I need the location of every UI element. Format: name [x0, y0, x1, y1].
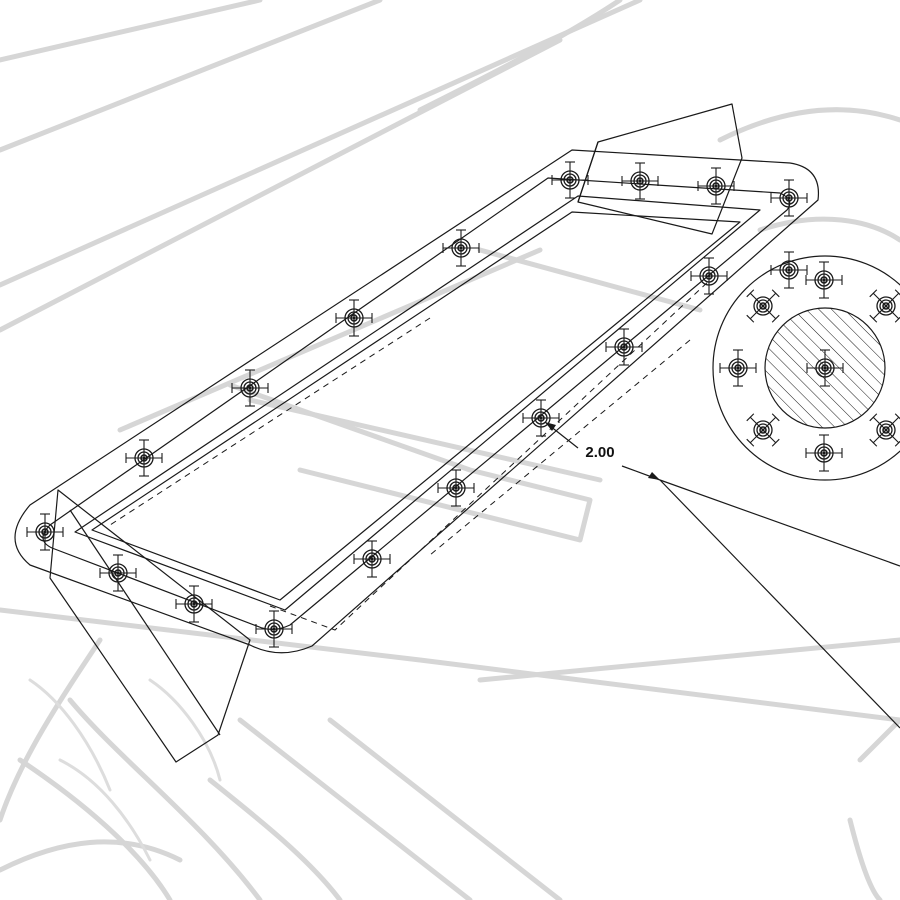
fastener-crosshair-icon[interactable] [770, 251, 808, 289]
opening-inner-edge [91, 211, 741, 601]
leader-line-long [659, 479, 900, 729]
section-plane-top-ridge [577, 141, 599, 203]
fastener-crosshair-icon[interactable] [861, 405, 900, 456]
fastener-crosshair-icon[interactable] [551, 161, 589, 199]
fastener-crosshair-icon[interactable] [738, 405, 789, 456]
fastener-group[interactable] [26, 161, 900, 648]
fastener-crosshair-icon[interactable] [335, 299, 373, 337]
opening-outer-edge [74, 195, 761, 611]
fastener-crosshair-icon[interactable] [697, 167, 735, 205]
section-plane-top [577, 103, 743, 235]
fastener-crosshair-icon[interactable] [806, 349, 844, 387]
fastener-crosshair-icon[interactable] [805, 261, 843, 299]
fastener-crosshair-icon[interactable] [255, 610, 293, 648]
fastener-crosshair-icon[interactable] [353, 540, 391, 578]
dimension[interactable]: 2.00 [544, 421, 900, 729]
fastener-crosshair-icon[interactable] [99, 554, 137, 592]
fastener-crosshair-icon[interactable] [861, 281, 900, 332]
fastener-crosshair-icon[interactable] [605, 328, 643, 366]
fastener-crosshair-icon[interactable] [442, 229, 480, 267]
hidden-line [109, 279, 711, 631]
fastener-crosshair-icon[interactable] [175, 585, 213, 623]
fastener-crosshair-icon[interactable] [437, 469, 475, 507]
fastener-crosshair-icon[interactable] [26, 513, 64, 551]
plate-outer-edge [14, 149, 820, 654]
fastener-crosshair-icon[interactable] [125, 439, 163, 477]
section-plane-left [49, 489, 251, 763]
dimension-arrow-b [648, 472, 660, 480]
fastener-crosshair-icon[interactable] [690, 257, 728, 295]
fastener-crosshair-icon[interactable] [719, 349, 757, 387]
dimension-label[interactable]: 2.00 [585, 444, 614, 461]
fastener-crosshair-icon[interactable] [621, 162, 659, 200]
detail-outer-circle [712, 255, 900, 481]
section-plane-left-ridge [69, 509, 221, 736]
fastener-crosshair-icon[interactable] [805, 434, 843, 472]
fastener-crosshair-icon[interactable] [738, 281, 789, 332]
dimension-extension [659, 479, 900, 567]
section-planes [49, 103, 743, 763]
hidden-line-lower [429, 339, 691, 556]
fastener-crosshair-icon[interactable] [231, 369, 269, 407]
fastener-crosshair-icon[interactable] [770, 179, 808, 217]
fastener-crosshair-icon[interactable] [522, 399, 560, 437]
